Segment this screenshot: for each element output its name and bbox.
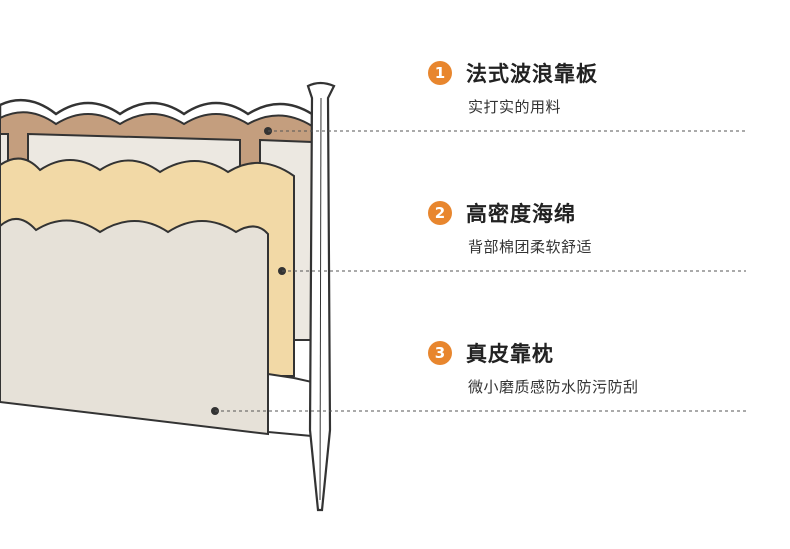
callout-title: 法式波浪靠板: [466, 62, 598, 86]
base-strip: [267, 372, 313, 438]
callout-subtitle: 背部棉团柔软舒适: [468, 238, 593, 256]
callout-title: 真皮靠枕: [466, 342, 554, 366]
callout-subtitle: 微小磨质感防水防污防刮: [468, 378, 639, 396]
number-badge: 3: [428, 341, 452, 365]
callout-subtitle: 实打实的用料: [468, 98, 562, 116]
callout-frame: 1 法式波浪靠板 实打实的用料: [428, 58, 598, 117]
bedpost-inner-line: [319, 97, 322, 501]
number-badge: 1: [428, 61, 452, 85]
leather-cushion: [0, 218, 269, 436]
number-badge: 2: [428, 201, 452, 225]
callout-leather: 3 真皮靠枕 微小磨质感防水防污防刮: [428, 338, 639, 397]
callout-foam: 2 高密度海绵 背部棉团柔软舒适: [428, 198, 592, 257]
callout-title: 高密度海绵: [466, 202, 576, 226]
